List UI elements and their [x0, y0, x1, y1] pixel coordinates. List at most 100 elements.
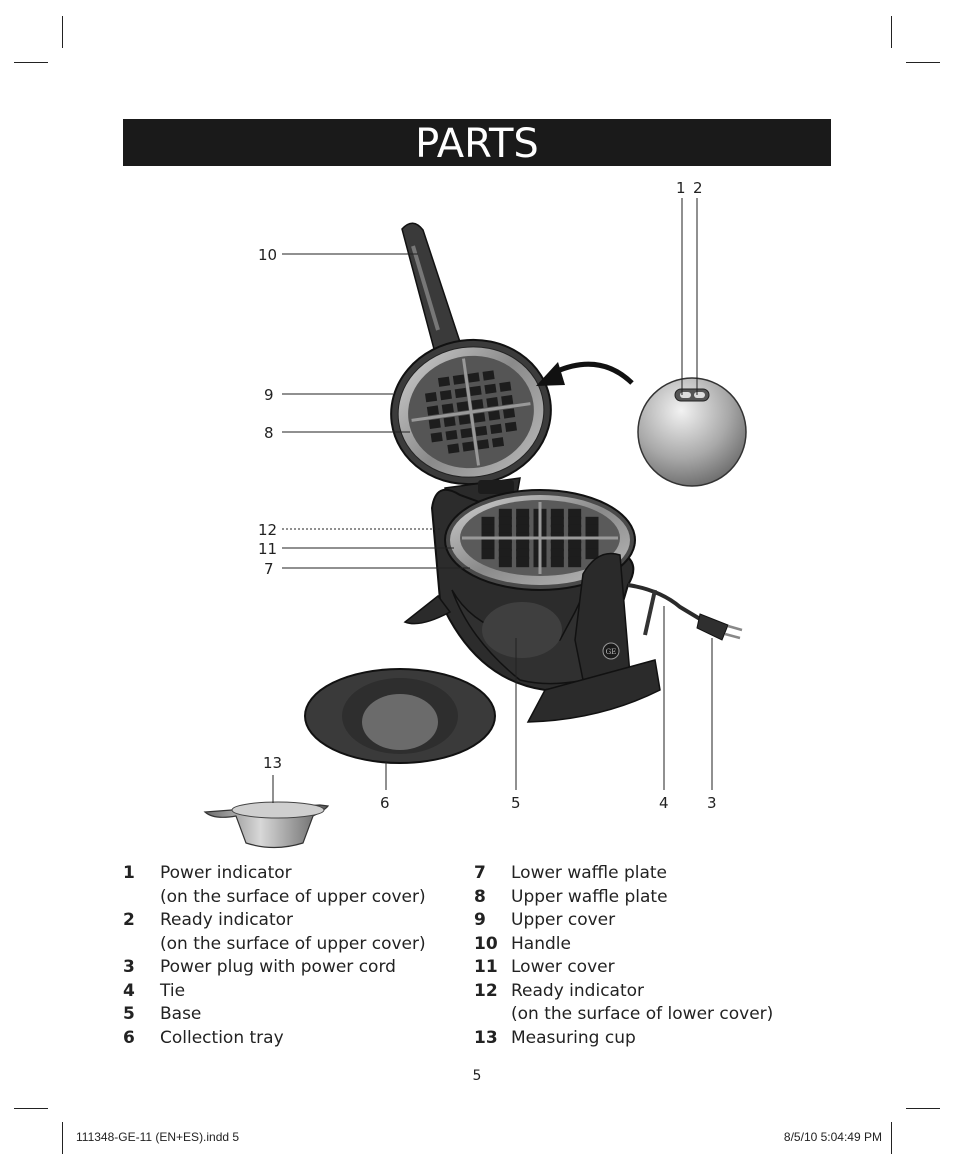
waffle-cell: [473, 412, 486, 423]
waffle-cell: [585, 524, 599, 536]
callout-8: 8: [264, 424, 274, 442]
svg-text:GE: GE: [606, 648, 617, 656]
waffle-cell: [454, 387, 467, 399]
waffle-cell: [452, 374, 465, 385]
part-description: Base: [160, 1003, 201, 1027]
callout-7: 7: [264, 560, 274, 578]
part-list-item: 13 Measuring cup: [474, 1027, 773, 1051]
waffle-cell: [460, 427, 473, 439]
part-description: Ready indicator (on the surface of upper …: [160, 909, 426, 956]
waffle-cell: [428, 418, 441, 430]
waffle-cell: [491, 437, 505, 448]
part-number: 4: [123, 980, 135, 1001]
part-description-line: Measuring cup: [511, 1027, 636, 1048]
waffle-cell: [490, 423, 503, 435]
part-number: 11: [474, 957, 498, 977]
waffle-cell: [498, 508, 512, 520]
waffle-cell: [486, 397, 499, 408]
part-description: Measuring cup: [511, 1027, 636, 1051]
part-number: 13: [474, 1027, 498, 1048]
part-number: 8: [474, 886, 486, 907]
waffle-cell: [437, 376, 451, 387]
waffle-cell: [568, 548, 582, 560]
part-list-item: 5 Base: [123, 1003, 426, 1027]
callout-2: 2: [693, 179, 703, 197]
rotation-arrow: [553, 361, 634, 385]
power-plug: [696, 613, 729, 641]
waffle-cell: [498, 516, 512, 528]
waffle-cell: [488, 410, 501, 421]
part-description-line: Upper waffle plate: [511, 886, 668, 907]
part-description: Collection tray: [160, 1027, 284, 1051]
waffle-cell: [550, 540, 564, 552]
waffle-cell: [568, 556, 582, 568]
waffle-cell: [503, 408, 516, 419]
waffle-cell: [443, 416, 456, 427]
waffle-cell: [498, 524, 512, 536]
handle: [401, 222, 461, 350]
waffle-cell: [481, 524, 495, 536]
brand-logo: [602, 642, 620, 660]
crop-mark: [906, 1108, 940, 1109]
part-description-line: Lower waffle plate: [511, 863, 668, 883]
waffle-cell: [501, 394, 514, 406]
waffle-cell: [456, 401, 469, 412]
footer-timestamp: 8/5/10 5:04:49 PM: [783, 1130, 882, 1144]
page-title: PARTS: [415, 121, 539, 167]
part-description-line: Power indicator: [160, 863, 292, 883]
waffle-cell: [482, 370, 495, 381]
part-number: 3: [123, 957, 135, 977]
waffle-cell: [441, 403, 454, 414]
indicator-magnifier: [637, 377, 747, 487]
crop-mark: [891, 16, 892, 48]
part-number: 5: [123, 1004, 135, 1024]
waffle-cell: [481, 548, 495, 560]
part-description-line: Ready indicator: [160, 910, 294, 930]
part-description: Ready indicator(on the surface of lower …: [511, 980, 773, 1027]
waffle-cell: [467, 372, 480, 383]
part-description-line: Collection tray: [160, 1027, 284, 1048]
waffle-cell: [568, 540, 582, 552]
part-number: 2: [123, 910, 135, 930]
crop-mark: [906, 62, 940, 63]
part-number: 7: [474, 863, 486, 883]
waffle-cell: [568, 516, 582, 528]
waffle-cell: [484, 383, 497, 394]
waffle-cell: [426, 405, 439, 416]
waffle-cell: [550, 516, 564, 528]
callout-6: 6: [380, 794, 390, 812]
waffle-cell: [498, 556, 512, 568]
part-number: 6: [123, 1027, 135, 1048]
part-description-line: Ready indicator: [511, 980, 645, 1001]
part-description-line: Tie: [160, 980, 186, 1001]
crop-mark: [891, 1122, 892, 1154]
crop-mark: [62, 1122, 63, 1154]
part-description-line: (on the surface of upper cover): [160, 933, 426, 954]
waffle-cell: [498, 540, 512, 552]
footer-file-info: 111348-GE-11 (EN+ES).indd 5: [76, 1130, 240, 1144]
part-description: Lower cover: [511, 956, 615, 980]
part-description-line: Base: [160, 1004, 202, 1024]
waffle-cell: [439, 389, 452, 401]
crop-mark: [14, 62, 48, 63]
waffle-cell: [447, 443, 460, 454]
part-number: 10: [474, 933, 498, 954]
waffle-cell: [550, 556, 564, 568]
callout-11: 11: [258, 540, 278, 558]
part-list-item: 8 Upper waffle plate: [474, 886, 773, 910]
part-description-line: Upper cover: [511, 910, 616, 930]
callout-1: 1: [676, 179, 686, 197]
waffle-cell: [585, 540, 599, 552]
waffle-cell: [481, 540, 495, 552]
part-list-item: 7 Lower waffle plate: [474, 862, 773, 886]
callout-9: 9: [264, 386, 274, 404]
waffle-cell: [550, 548, 564, 560]
callout-10: 10: [258, 246, 278, 264]
waffle-cell: [477, 439, 490, 450]
